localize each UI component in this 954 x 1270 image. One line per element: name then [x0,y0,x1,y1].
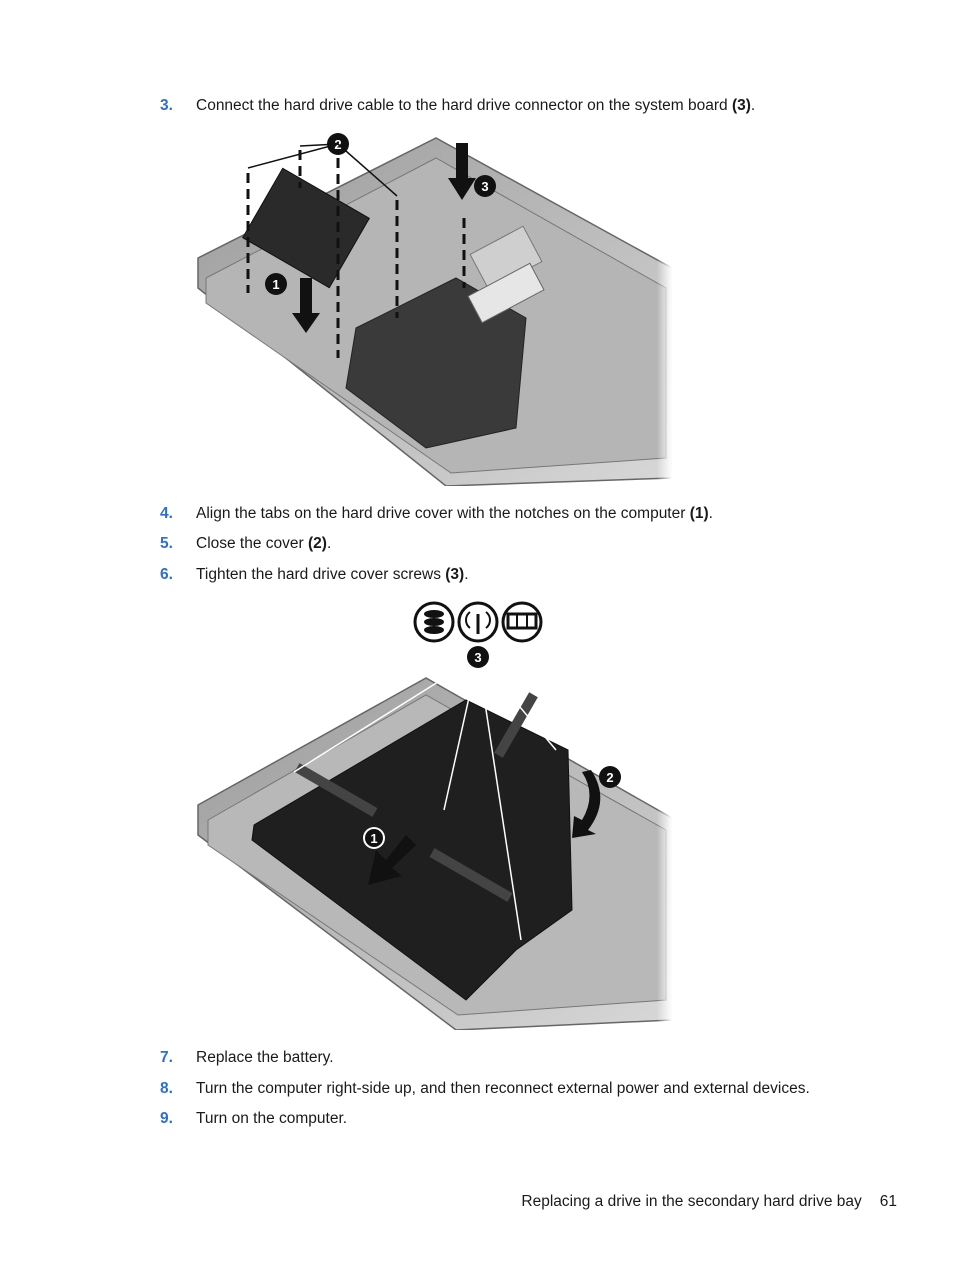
memory-icon [501,601,543,643]
step-number: 7. [160,1049,173,1066]
wireless-icon [457,601,499,643]
callout-3: 3 [467,646,489,668]
arrow-down [292,143,476,333]
page-footer: Replacing a drive in the secondary hard … [400,1193,897,1211]
arrow-slide [368,835,416,885]
step-text: Replace the battery. [196,1049,334,1066]
step-number: 6. [160,566,173,583]
page-number: 61 [879,1193,897,1210]
callout-1: 1 [265,273,287,295]
callout-1: 1 [363,827,385,849]
step-text: Close the cover (2). [196,535,332,552]
callout-3: 3 [474,175,496,197]
callout-leaders [293,656,557,941]
step-number: 8. [160,1080,173,1097]
drive-icon [413,601,455,643]
hard-drive-cover [251,692,573,1001]
step-number: 5. [160,535,173,552]
svg-text:1: 1 [370,831,377,846]
footer-title: Replacing a drive in the secondary hard … [521,1193,862,1210]
arrow-close [572,770,601,838]
callout-leaders [247,143,398,197]
svg-text:3: 3 [481,179,488,194]
dashed-guides [246,150,466,358]
step-text: Turn the computer right-side up, and the… [196,1080,810,1097]
svg-text:1: 1 [272,277,279,292]
figure-hard-drive-cable: 1 2 3 [197,128,672,486]
component-icons [413,601,543,643]
step-text: Tighten the hard drive cover screws (3). [196,566,469,583]
laptop-base [197,137,672,486]
step-text: Turn on the computer. [196,1110,348,1127]
step-number: 3. [160,97,173,114]
svg-text:3: 3 [474,650,481,665]
step-number: 9. [160,1110,173,1127]
step-text: Align the tabs on the hard drive cover w… [196,505,713,522]
step-text: Connect the hard drive cable to the hard… [196,97,756,114]
step-number: 4. [160,505,173,522]
figure-hard-drive-cover: 3 2 1 [197,601,672,1030]
